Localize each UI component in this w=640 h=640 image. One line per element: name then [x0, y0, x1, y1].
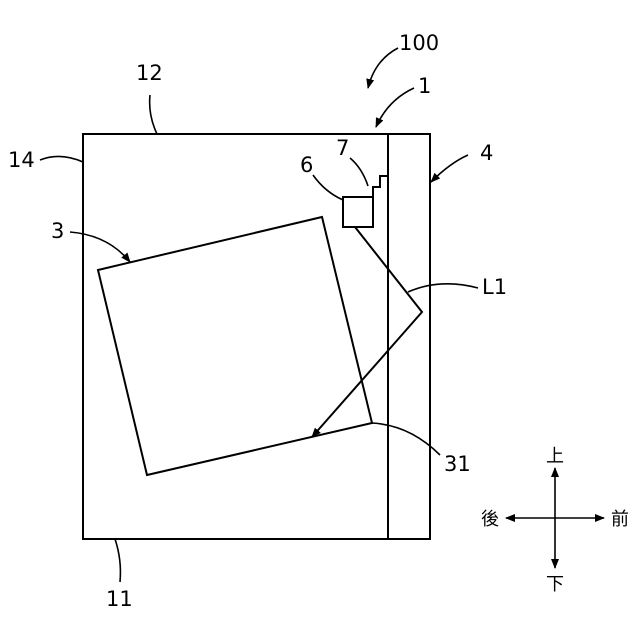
label-11: 11 — [106, 587, 133, 611]
direction-back-label: 後 — [481, 509, 499, 530]
label-3: 3 — [51, 219, 64, 243]
label-7: 7 — [336, 136, 349, 160]
leader-12 — [150, 95, 157, 134]
tilted-object — [98, 217, 372, 475]
label-12: 12 — [136, 61, 163, 85]
leader-14 — [40, 156, 83, 162]
direction-indicator: 上 下 後 前 — [481, 446, 629, 595]
label-6: 6 — [300, 153, 313, 177]
leader-lines — [40, 48, 478, 582]
label-14: 14 — [8, 148, 35, 172]
label-100: 100 — [399, 31, 439, 55]
label-1: 1 — [418, 74, 431, 98]
light-source-assembly — [343, 176, 388, 227]
label-L1: L1 — [482, 275, 507, 299]
leader-3 — [70, 232, 130, 262]
direction-up-label: 上 — [546, 446, 564, 467]
leader-11 — [115, 539, 120, 582]
label-31: 31 — [444, 452, 471, 476]
leader-6 — [313, 175, 343, 200]
light-source-box — [343, 197, 373, 227]
label-4: 4 — [480, 141, 493, 165]
direction-down-label: 下 — [546, 574, 564, 595]
leader-100 — [368, 48, 398, 88]
enclosure-drawing — [83, 134, 430, 539]
leader-1 — [376, 88, 414, 127]
bracket-shape — [373, 176, 388, 197]
leader-L1 — [408, 284, 478, 292]
leader-4 — [431, 155, 468, 182]
direction-front-label: 前 — [611, 509, 629, 530]
enclosure-outline — [83, 134, 430, 539]
leader-7 — [350, 158, 368, 186]
